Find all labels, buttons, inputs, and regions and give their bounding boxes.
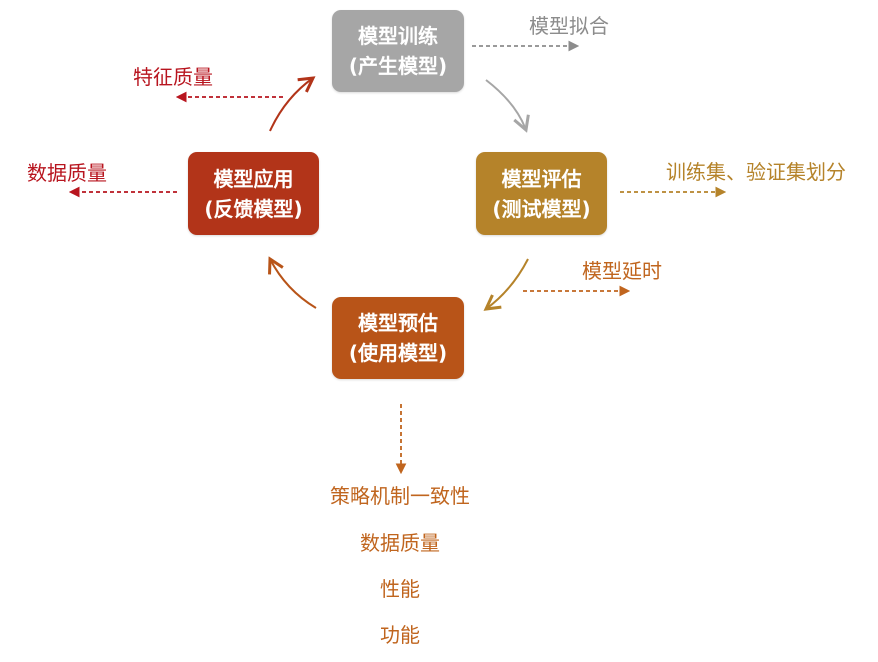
node-subtitle: (使用模型) <box>348 341 448 365</box>
cycle-arrow-application-to-training <box>269 78 313 132</box>
prediction-item-performance: 性能 <box>380 577 420 601</box>
label-model-fit: 模型拟合 <box>529 14 609 38</box>
node-subtitle: (测试模型) <box>492 196 591 221</box>
prediction-item-policy-consistency: 策略机制一致性 <box>330 484 470 508</box>
node-model-prediction: 模型预估 (使用模型) <box>332 297 464 379</box>
label-model-latency: 模型延时 <box>582 259 662 283</box>
cycle-arrow-training-to-evaluation <box>485 79 526 130</box>
node-title: 模型应用 <box>213 166 294 191</box>
node-model-training: 模型训练 (产生模型) <box>332 10 464 92</box>
cycle-arrow-prediction-to-application <box>270 259 317 309</box>
label-data-quality-left: 数据质量 <box>27 161 107 185</box>
node-subtitle: (反馈模型) <box>204 196 303 221</box>
node-model-application: 模型应用 (反馈模型) <box>188 152 319 235</box>
node-subtitle: (产生模型) <box>348 54 448 78</box>
node-title: 模型评估 <box>501 166 582 191</box>
prediction-item-function: 功能 <box>380 623 420 647</box>
node-title: 模型预估 <box>358 311 438 335</box>
label-dataset-split: 训练集、验证集划分 <box>666 160 846 184</box>
label-feature-quality: 特征质量 <box>133 65 213 89</box>
node-model-evaluation: 模型评估 (测试模型) <box>476 152 607 235</box>
node-title: 模型训练 <box>358 24 438 48</box>
cycle-arrow-evaluation-to-prediction <box>486 258 529 309</box>
prediction-item-data-quality: 数据质量 <box>360 531 440 555</box>
